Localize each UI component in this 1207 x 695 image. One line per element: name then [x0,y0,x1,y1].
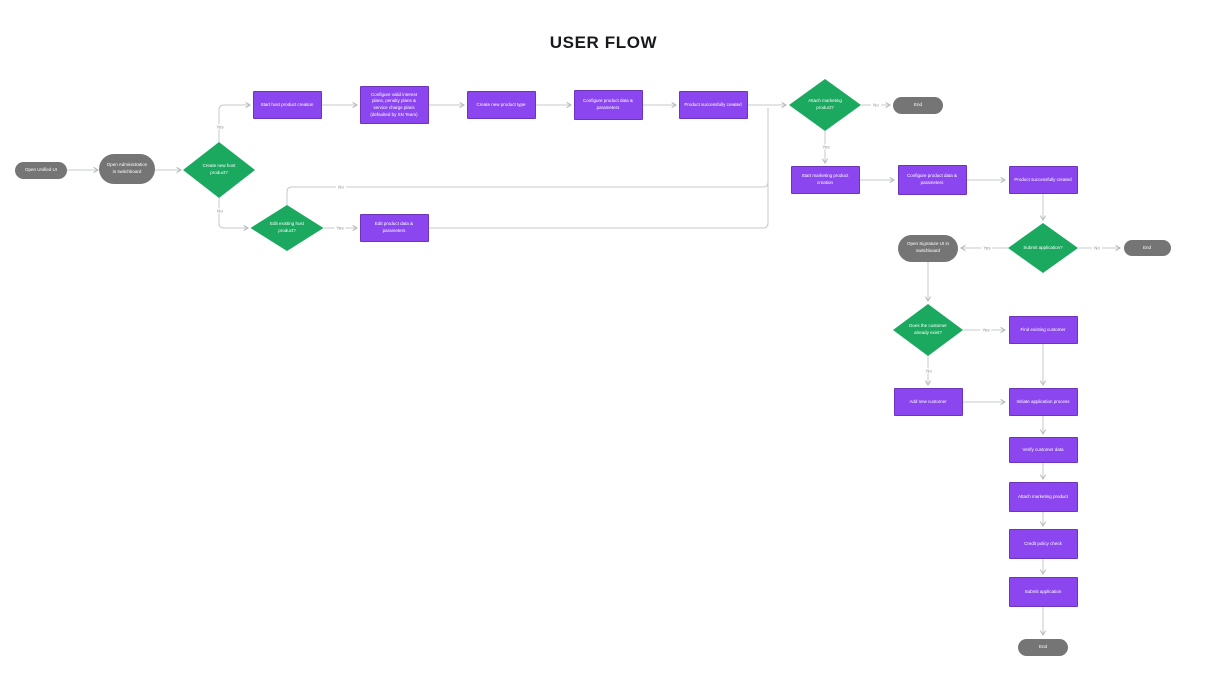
edge-label: Yes [334,225,346,231]
node-label: Create new product type [476,101,526,107]
node-initiate-application-process[interactable]: Initiate application process [1008,388,1078,416]
edge-label: Yes [981,245,993,251]
node-label: Does the customer already exist? [909,323,947,335]
node-open-unified-ui[interactable]: Open Unified UI [15,161,67,179]
node-label: Start marketing product creation [801,173,849,185]
node-end-2[interactable]: End [1123,240,1171,256]
edge-label: No [1092,245,1102,251]
node-label: Product successfully created [1014,176,1072,182]
node-label: Configure product data & parameters [582,98,634,110]
node-end-1[interactable]: End [893,96,943,114]
node-label: Find existing customer [1020,326,1066,332]
node-configure-valid-plans[interactable]: Configure valid interest plans, penalty … [359,86,429,124]
node-edit-product-data[interactable]: Edit product data & parameters [359,214,429,242]
node-label: Product successfully created [684,101,742,107]
node-label: Configure product data & parameters [906,173,958,185]
edge-label: No [871,102,881,108]
node-add-new-customer[interactable]: Add new customer [893,388,963,416]
node-label: End [1038,643,1047,649]
edge-connector-create-new-host-product-decision--start-host-product-creation [218,101,252,142]
node-label: Start host product creation [260,101,314,107]
node-label: Attach marketing product? [808,98,842,110]
node-label: Add new customer [909,398,947,404]
node-label: Configure valid interest plans, penalty … [370,91,418,117]
node-find-existing-customer[interactable]: Find existing customer [1008,316,1078,344]
node-create-new-product-type[interactable]: Create new product type [466,91,536,119]
node-label: Open Administration in switchboard [106,162,148,174]
node-product-successfully-created-1[interactable]: Product successfully created [678,91,748,119]
node-label: Credit policy check [1024,540,1062,546]
node-submit-application[interactable]: Submit application [1008,577,1078,607]
node-label: Edit product data & parameters [374,221,414,233]
node-open-signature-ui[interactable]: Open Signature UI in switchboard [898,234,958,262]
edge-label: No [215,208,225,214]
node-end-3[interactable]: End [1018,638,1068,656]
node-credit-policy-check[interactable]: Credit policy check [1008,529,1078,559]
node-label: Open Unified UI [24,166,58,172]
node-product-successfully-created-2[interactable]: Product successfully created [1008,166,1078,194]
node-label: Submit application [1024,588,1062,594]
node-label: Edit existing host product? [269,221,305,233]
page-title: USER FLOW [549,33,658,52]
node-label: Initiate application process [1016,398,1070,404]
edge-label: No [924,368,934,374]
node-label: Verify customer data [1022,446,1064,452]
node-label: Open Signature UI in switchboard [906,241,950,253]
edge-label: Yes [980,327,992,333]
node-verify-customer-data[interactable]: Verify customer data [1008,437,1078,463]
node-label: End [913,101,922,107]
node-configure-product-data-2[interactable]: Configure product data & parameters [897,165,967,195]
node-attach-marketing-product[interactable]: Attach marketing product [1008,482,1078,512]
node-open-administration[interactable]: Open Administration in switchboard [99,154,155,184]
node-label: Create new host product? [202,163,236,175]
node-label: Attach marketing product [1017,493,1069,499]
edge-label: No [336,184,346,190]
node-configure-product-data-1[interactable]: Configure product data & parameters [573,90,643,120]
edge-connector-create-new-host-product-decision--edit-existing-host-product-decision [218,198,250,232]
edge-label: Yes [820,144,832,150]
node-start-host-product-creation[interactable]: Start host product creation [252,91,322,119]
node-start-marketing-product-creation[interactable]: Start marketing product creation [790,166,860,194]
edge-connector-edit-product-data--attach-marketing-product-decision [429,110,769,229]
node-label: End [1142,244,1151,250]
node-label: Submit application? [1023,244,1063,250]
edge-label: Yes [214,124,226,130]
